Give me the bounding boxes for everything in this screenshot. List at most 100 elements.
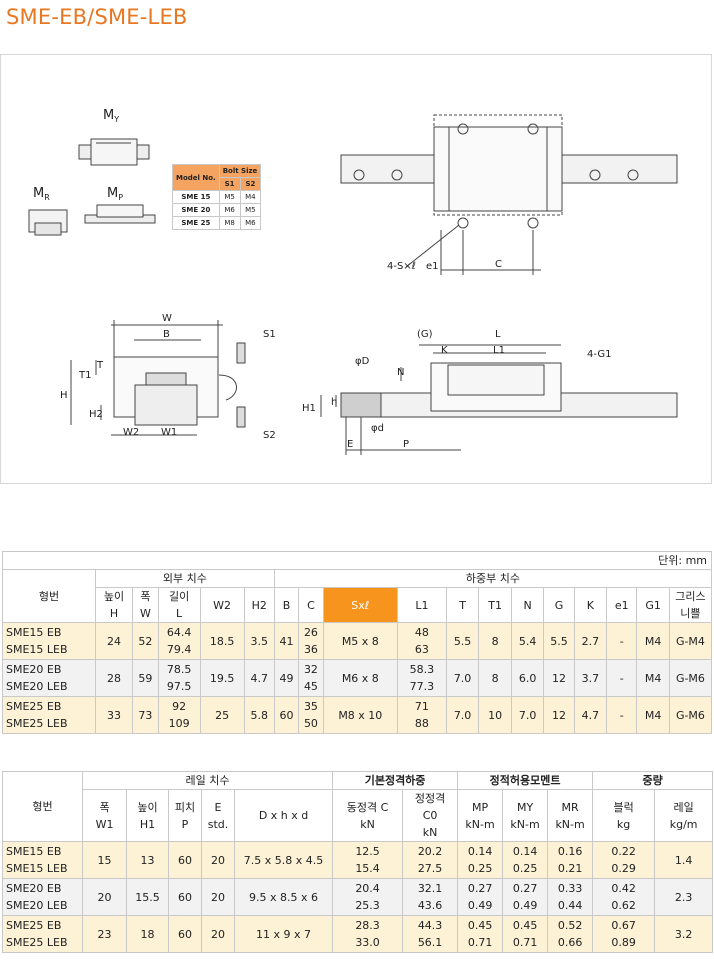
- cell-line: 0.67: [611, 919, 636, 932]
- column-header: L1: [397, 587, 447, 623]
- cell-line: 0.49: [512, 899, 538, 912]
- cell-line: M6 x 8: [341, 671, 379, 685]
- cell-line: 18: [140, 927, 155, 941]
- cell-line: 블럭: [613, 800, 634, 814]
- cell-line: 정정격: [414, 792, 446, 805]
- cell-line: L1: [415, 598, 429, 612]
- cell-line: 60: [279, 708, 294, 722]
- cell-line: -: [619, 708, 624, 722]
- data-cell: 15: [82, 841, 127, 879]
- data-cell: 3.5: [243, 622, 275, 660]
- cell-line: 79.4: [166, 643, 192, 656]
- bolt-s2-header: S2: [239, 177, 262, 191]
- cell-line: 5.5: [453, 634, 472, 648]
- cell-line: 레일: [673, 800, 694, 814]
- cell-line: M8 x 10: [338, 708, 383, 722]
- cell-line: G-M6: [675, 708, 705, 722]
- cell-line: MR: [561, 800, 579, 814]
- cell-line: 니쁠: [680, 607, 701, 620]
- bolt-model: SME 15: [172, 190, 220, 204]
- cell-line: 12.5: [355, 845, 380, 858]
- cell-line: 7.0: [453, 708, 472, 722]
- data-cell: 5.8: [243, 696, 275, 734]
- dim-l1: L1: [493, 345, 505, 356]
- data-cell: G-M4: [668, 622, 713, 660]
- data-cell: M8 x 10: [322, 696, 399, 734]
- dim-k: K: [441, 345, 448, 356]
- cell-line: 13: [140, 853, 155, 867]
- dim-w2: W2: [123, 427, 139, 438]
- cell-line: 24: [107, 634, 122, 648]
- data-cell: 64.4 79.4: [157, 622, 201, 660]
- table-row: SME 20 M6 M5: [172, 203, 262, 217]
- cell-line: 폭: [99, 800, 110, 814]
- column-header: H2: [243, 587, 275, 623]
- cell-line: 10: [488, 708, 503, 722]
- cell-line: 동정격 C: [346, 800, 389, 814]
- cell-line: 9.5 x 8.5 x 6: [249, 890, 319, 904]
- data-cell: 60: [168, 878, 202, 916]
- data-cell: 12: [543, 696, 575, 734]
- cell-line: 33.0: [355, 936, 380, 949]
- dim-w1: W1: [161, 427, 177, 438]
- moment-my-label: MY: [103, 108, 119, 124]
- cell-line: 5.5: [550, 634, 568, 648]
- cell-line: SME20 LEB: [6, 680, 68, 693]
- group-load-header: 기본정격하중: [332, 771, 459, 790]
- data-cell: 41: [273, 622, 300, 660]
- cell-line: W: [139, 607, 151, 620]
- cell-line: 0.66: [557, 936, 583, 949]
- label-s2: S2: [263, 430, 276, 441]
- cell-line: Sxℓ: [347, 596, 374, 614]
- cell-line: N: [523, 598, 532, 612]
- page-title: SME-EB/SME-LEB: [6, 5, 188, 29]
- cell-line: 36: [303, 643, 318, 656]
- data-cell: 0.33 0.44: [547, 878, 594, 916]
- moment-mp-label: MP: [107, 186, 123, 202]
- dim-w: W: [162, 313, 172, 324]
- cell-line: 52: [138, 634, 153, 648]
- cell-line: SME15 LEB: [6, 862, 68, 875]
- label-s1: S1: [263, 329, 276, 340]
- data-cell: M4: [636, 622, 670, 660]
- cell-line: 3.2: [674, 927, 693, 941]
- cell-line: 0.33: [557, 882, 583, 895]
- cell-line: 35: [303, 700, 318, 713]
- cell-line: 60: [178, 927, 192, 941]
- data-cell: 18.5: [199, 622, 245, 660]
- cell-line: H: [109, 607, 119, 620]
- data-cell: 10: [478, 696, 512, 734]
- cell-line: 높이: [137, 800, 158, 814]
- cell-line: C: [307, 598, 315, 612]
- cell-line: 73: [138, 708, 153, 722]
- bolt-size-header: Bolt Size: [218, 164, 262, 178]
- data-cell: 12: [543, 659, 575, 697]
- cell-line: G1: [645, 598, 661, 612]
- cell-line: 77.3: [409, 680, 435, 693]
- cell-line: 0.44: [557, 899, 583, 912]
- data-cell: 73: [132, 696, 159, 734]
- cell-line: 64.4: [166, 626, 192, 639]
- data-cell: 18: [126, 915, 169, 953]
- column-header: D x h x d: [233, 789, 334, 842]
- cell-line: 92: [172, 700, 187, 713]
- data-cell: G-M6: [668, 696, 713, 734]
